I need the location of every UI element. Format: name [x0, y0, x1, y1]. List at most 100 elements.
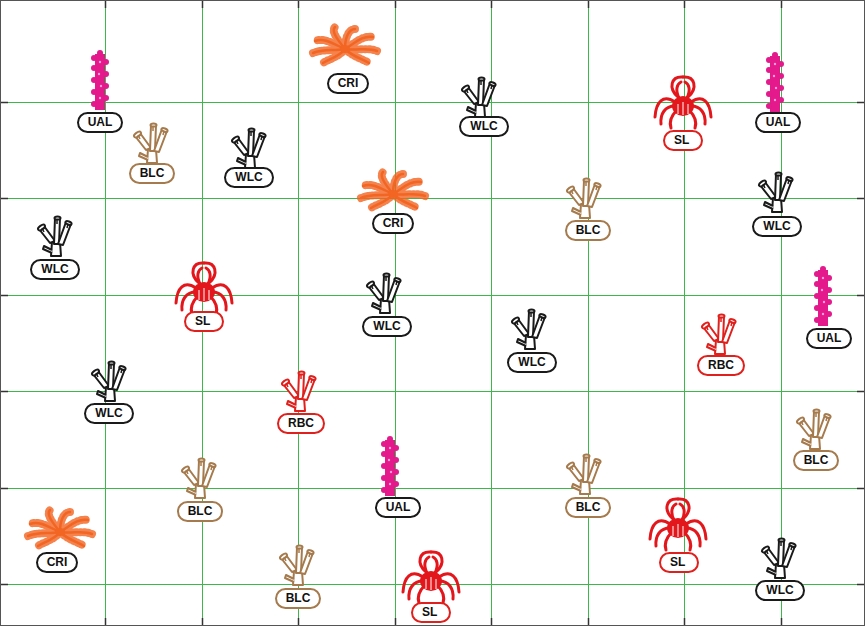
coral-icon	[181, 458, 216, 498]
crinoid-icon	[361, 172, 425, 208]
edge-tick	[0, 198, 8, 200]
pillar-icon	[381, 436, 399, 496]
species-label: RBC	[697, 355, 745, 376]
species-code: BLC	[286, 591, 311, 605]
species-label: SL	[659, 552, 699, 573]
species-code: UAL	[817, 331, 842, 345]
edge-tick	[857, 391, 865, 393]
species-code: RBC	[288, 416, 314, 430]
coral-icon	[133, 123, 168, 163]
species-code: SL	[422, 605, 437, 619]
species-code: RBC	[708, 358, 734, 372]
coral-icon	[281, 371, 316, 411]
species-label: WLC	[224, 167, 273, 188]
species-code: WLC	[470, 119, 497, 133]
grid-line	[0, 488, 865, 489]
species-label: BLC	[793, 450, 840, 471]
species-code: BLC	[576, 223, 601, 237]
crinoid-icon	[28, 510, 92, 546]
edge-tick	[588, 0, 590, 8]
coral-icon	[366, 273, 401, 313]
species-label: RBC	[277, 413, 325, 434]
species-label: BLC	[129, 163, 176, 184]
coral-icon	[461, 77, 496, 117]
species-icons	[28, 27, 832, 603]
edge-tick	[491, 618, 493, 626]
species-code: WLC	[763, 219, 790, 233]
edge-tick	[0, 584, 8, 586]
coral-icon	[91, 361, 126, 401]
grid-line	[0, 391, 865, 392]
edge-tick	[298, 0, 300, 8]
edge-tick	[298, 618, 300, 626]
edge-tick	[395, 618, 397, 626]
species-code: SL	[195, 314, 210, 328]
edge-tick	[781, 618, 783, 626]
species-label: WLC	[84, 403, 133, 424]
edge-tick	[202, 0, 204, 8]
edge-tick	[105, 618, 107, 626]
species-label: CRI	[327, 73, 370, 94]
edge-tick	[684, 0, 686, 8]
species-code: WLC	[95, 406, 122, 420]
edge-tick	[395, 0, 397, 8]
species-code: CRI	[47, 555, 68, 569]
species-code: WLC	[235, 170, 262, 184]
species-code: BLC	[140, 166, 165, 180]
edge-tick	[0, 295, 8, 297]
crab-icon	[176, 263, 232, 314]
coral-icon	[758, 172, 793, 212]
coral-icon	[231, 128, 266, 168]
coral-icon	[701, 314, 736, 354]
crab-icon	[655, 77, 711, 128]
species-code: WLC	[518, 355, 545, 369]
grid-line	[105, 0, 106, 626]
species-code: WLC	[766, 583, 793, 597]
crab-icon	[650, 499, 706, 550]
edge-tick	[857, 102, 865, 104]
edge-tick	[105, 0, 107, 8]
species-label: WLC	[507, 352, 556, 373]
edge-tick	[0, 102, 8, 104]
edge-tick	[491, 0, 493, 8]
species-code: CRI	[338, 76, 359, 90]
species-label: UAL	[806, 328, 853, 349]
grid-line	[0, 102, 865, 103]
species-code: WLC	[41, 262, 68, 276]
edge-tick	[857, 198, 865, 200]
species-label: WLC	[30, 259, 79, 280]
edge-tick	[684, 618, 686, 626]
edge-tick	[0, 391, 8, 393]
species-code: CRI	[383, 216, 404, 230]
species-label: UAL	[375, 497, 422, 518]
species-label: WLC	[752, 216, 801, 237]
species-label: BLC	[565, 220, 612, 241]
grid-line	[781, 0, 782, 626]
crinoid-icon	[313, 27, 377, 63]
pillar-icon	[814, 266, 832, 326]
species-code: UAL	[88, 115, 113, 129]
species-code: BLC	[188, 504, 213, 518]
grid-line	[298, 0, 299, 626]
grid-line	[588, 0, 589, 626]
edge-tick	[588, 618, 590, 626]
species-label: WLC	[755, 580, 804, 601]
edge-tick	[857, 488, 865, 490]
grid-line	[0, 295, 865, 296]
coral-icon	[566, 454, 601, 494]
species-label: SL	[184, 311, 224, 332]
coral-icon	[566, 178, 601, 218]
species-code: BLC	[576, 500, 601, 514]
coral-icon	[761, 538, 796, 578]
species-label: WLC	[459, 116, 508, 137]
pillar-icon	[766, 52, 784, 112]
species-label: BLC	[177, 501, 224, 522]
species-code: UAL	[386, 500, 411, 514]
edge-tick	[781, 0, 783, 8]
coral-icon	[279, 545, 314, 585]
species-label: CRI	[36, 552, 79, 573]
